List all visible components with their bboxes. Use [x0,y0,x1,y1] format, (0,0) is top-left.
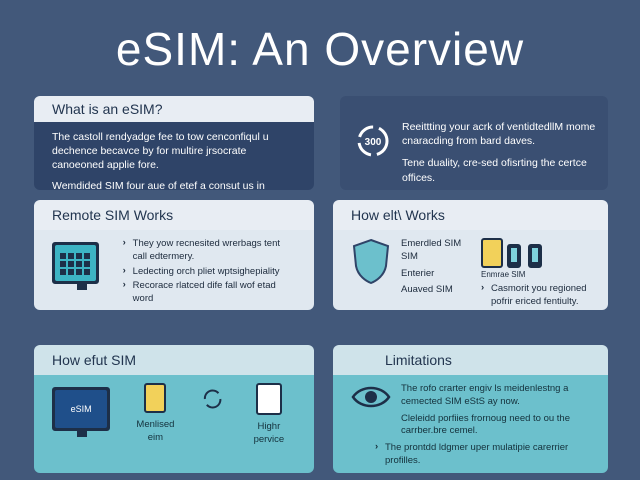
remote-bullet-3: Recorace rlatced dife fall wof etad word [123,279,296,306]
remote-sim-heading: Remote SIM Works [34,200,314,230]
sim-card-icon [481,238,503,268]
how-label-2: Enterier [401,267,435,279]
shield-icon [352,238,390,284]
monitor-esim-icon: eSIM [52,387,111,437]
limits-paragraph-1: The rofo crarter engiv ls meidenlestng a… [401,383,569,407]
what-paragraph-2: Wemdided SIM four aue of etef a consut u… [52,179,265,190]
what-paragraph-1: The castoll rendyadge fee to tow cenconf… [52,131,269,172]
circuit-icon [58,251,93,275]
intro-panel: 300 Reeittting your acrk of ventidtedllM… [340,96,608,190]
how-label-1: Emerdled SIM SIM [401,238,462,262]
limitations-heading: Limitations [333,345,608,375]
tablet-icon [528,244,542,268]
swap-arrows-icon [203,389,221,409]
sim-chip-icon [144,383,167,413]
what-is-esim-panel: What is an eSIM? The castoll rendyadge f… [34,96,314,190]
sim-card-phone-icon [255,383,282,415]
intro-paragraph-2: Tene duality, cre-sed ofisrting the cert… [402,157,587,184]
esim-label-2: Highr pervice [253,421,285,445]
refresh-cycle-icon: 300 [357,125,389,157]
how-device-label: Enmrae SIM [481,270,526,279]
limitations-panel: Limitations The rofo crarter engiv ls me… [333,345,608,473]
how-esim-heading: How efut SIM [34,345,314,375]
what-is-esim-heading: What is an eSIM? [34,96,314,122]
how-it-works-heading: How elt\ Works [333,200,608,230]
remote-bullet-1: They yow recnesited wrerbags tent call e… [123,237,296,264]
intro-paragraph-1: Reeittting your acrk of ventidtedllM mom… [402,121,596,148]
page-title: eSIM: An Overview [115,23,525,75]
monitor-screen-text: eSIM [55,390,108,428]
esim-label-1: Menlised eim [136,419,175,443]
how-it-works-panel: How elt\ Works Emerdled SIM SIM Enterier… [333,200,608,310]
monitor-icon [52,242,99,290]
phone-icon [507,244,521,268]
remote-sim-panel: Remote SIM Works They yow recnesited wre… [34,200,314,310]
refresh-badge-text: 300 [365,137,382,148]
eye-icon [351,386,391,408]
how-bullet: Casmorit you regioned pofrir ericed fent… [481,282,590,309]
limits-paragraph-2: Cleleidd porfiies frornoug need to ou th… [401,412,571,437]
limits-bullet: The prontdd ldgmer uper mulatipie carerr… [375,441,590,468]
how-esim-panel: How efut SIM eSIM Menlised eim Highr per… [34,345,314,473]
remote-bullet-2: Ledecting orch pliet wptsighepiality [123,265,296,279]
how-label-3: Auaved SIM [401,284,453,296]
